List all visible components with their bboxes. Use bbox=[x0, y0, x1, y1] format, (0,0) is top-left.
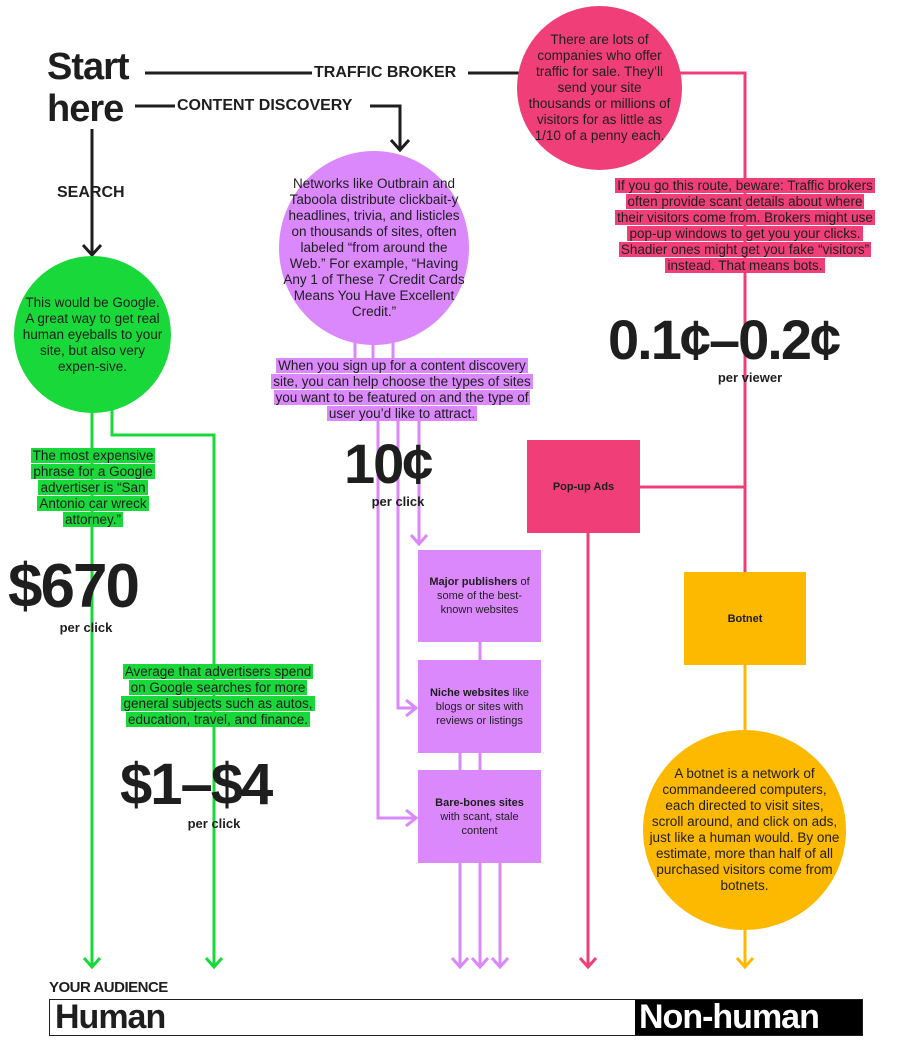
traffic-broker-text: There are lots of companies who offer tr… bbox=[528, 32, 671, 143]
broker-warning-note: If you go this route, beware: Traffic br… bbox=[614, 178, 876, 274]
price-per-viewer-unit: per viewer bbox=[717, 370, 783, 385]
start-title-line2: here bbox=[47, 88, 124, 130]
major-publishers-box: Major publishers of some of the best-kno… bbox=[418, 550, 541, 642]
major-publishers-title: Major publishers bbox=[429, 576, 518, 588]
botnet-box: Botnet bbox=[684, 572, 806, 665]
price-1-4: $1–$4 bbox=[120, 752, 273, 817]
content-signup-note: When you sign up for a content discovery… bbox=[264, 358, 540, 422]
bare-bones-box: Bare-bones sites with scant, stale conte… bbox=[418, 770, 541, 863]
niche-websites-desc: like blogs or sites with reviews or list… bbox=[435, 686, 530, 727]
bare-bones-title: Bare-bones sites bbox=[435, 796, 524, 809]
google-search-text: This would be Google. A great way to get… bbox=[22, 294, 163, 374]
price-per-viewer: 0.1¢–0.2¢ bbox=[608, 308, 841, 371]
start-connectors bbox=[81, 71, 530, 258]
price-1-4-unit: per click bbox=[187, 816, 241, 831]
botnet-text: A botnet is a network of commandeered co… bbox=[649, 766, 840, 893]
price-10-cents: 10¢ bbox=[344, 432, 433, 495]
niche-websites-title: Niche websites bbox=[429, 686, 510, 699]
botnet-connectors bbox=[735, 664, 755, 970]
google-search-circle: This would be Google. A great way to get… bbox=[14, 256, 171, 413]
botnet-label: Botnet bbox=[727, 612, 763, 625]
content-discovery-text: Networks like Outbrain and Taboola distr… bbox=[283, 176, 465, 319]
popup-ads-box: Pop-up Ads bbox=[527, 440, 640, 533]
popup-ads-label: Pop-up Ads bbox=[552, 480, 615, 493]
audience-nonhuman: Non-human bbox=[635, 1000, 862, 1035]
price-670-unit: per click bbox=[59, 620, 113, 635]
traffic-broker-circle: There are lots of companies who offer tr… bbox=[517, 6, 682, 170]
niche-websites-box: Niche websites like blogs or sites with … bbox=[418, 660, 541, 753]
price-670: $670 bbox=[8, 552, 140, 621]
major-publishers-desc: of some of the best-known websites bbox=[437, 576, 530, 616]
average-spend-note: Average that advertisers spend on Google… bbox=[116, 664, 320, 728]
audience-label: YOUR AUDIENCE bbox=[49, 979, 168, 996]
path-label-search: SEARCH bbox=[57, 184, 125, 201]
audience-bar: Human Non-human bbox=[49, 999, 863, 1036]
audience-human: Human bbox=[50, 1000, 635, 1035]
start-title-line1: Start bbox=[47, 46, 130, 88]
path-label-traffic-broker: TRAFFIC BROKER bbox=[312, 64, 459, 82]
expensive-phrase-note: The most expensive phrase for a Google a… bbox=[26, 448, 160, 528]
content-discovery-circle: Networks like Outbrain and Taboola distr… bbox=[279, 151, 469, 345]
price-10-cents-unit: per click bbox=[371, 494, 425, 509]
average-spend-text: Average that advertisers spend on Google… bbox=[121, 664, 315, 727]
broker-warning-text: If you go this route, beware: Traffic br… bbox=[615, 178, 875, 273]
botnet-circle: A botnet is a network of commandeered co… bbox=[643, 730, 846, 930]
path-label-content-discovery: CONTENT DISCOVERY bbox=[175, 97, 355, 115]
broker-connectors bbox=[578, 71, 747, 970]
content-signup-text: When you sign up for a content discovery… bbox=[271, 358, 533, 421]
bare-bones-desc: with scant, stale content bbox=[440, 810, 519, 837]
content-connectors bbox=[353, 335, 510, 970]
expensive-phrase-text: The most expensive phrase for a Google a… bbox=[30, 448, 156, 527]
